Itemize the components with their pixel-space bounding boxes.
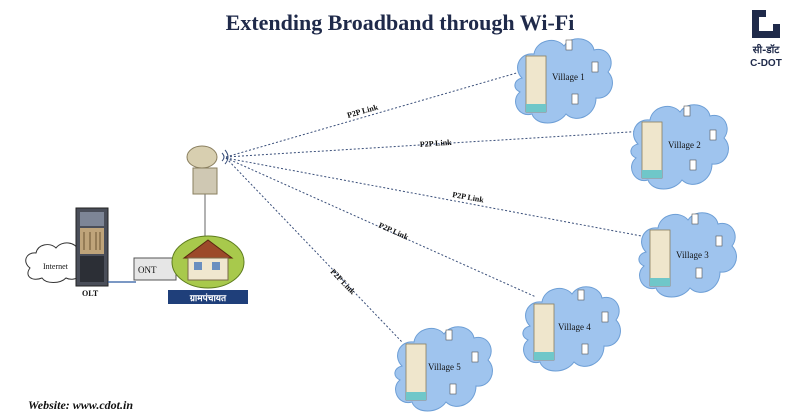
- cdot-logo-mark: [752, 10, 780, 38]
- ont-device: ONT: [133, 257, 177, 281]
- village-3-label: Village 3: [676, 250, 709, 260]
- village-2: Village 2: [630, 104, 729, 190]
- olt-rack: OLT: [75, 207, 109, 298]
- p2p-link-line-1: [225, 71, 521, 158]
- p2p-link-label-3: P2P Link: [452, 190, 485, 204]
- village-2-label: Village 2: [668, 140, 701, 150]
- p2p-link-label-2: P2P Link: [420, 138, 453, 149]
- internet-label: Internet: [43, 262, 69, 271]
- village-4-label: Village 4: [558, 322, 591, 332]
- p2p-link-label-5: P2P Link: [329, 267, 358, 297]
- village-5-label: Village 5: [428, 362, 461, 372]
- p2p-links: [225, 71, 653, 343]
- ont-label: ONT: [138, 265, 157, 275]
- p2p-link-line-5: [225, 157, 403, 343]
- village-4: Village 4: [522, 286, 621, 372]
- gram-panchayat-label: ग्रामपंचायत: [189, 293, 227, 304]
- p2p-link-line-3: [225, 157, 653, 239]
- p2p-link-line-4: [225, 157, 537, 298]
- cdot-logo: सी-डॉट C-DOT: [738, 6, 794, 76]
- website-footer: Website: www.cdot.in: [28, 398, 133, 412]
- p2p-link-label-1: P2P Link: [346, 102, 380, 120]
- village-1-label: Village 1: [552, 72, 585, 82]
- gram-panchayat: ग्रामपंचायत: [168, 235, 248, 304]
- village-3: Village 3: [638, 212, 737, 298]
- page-title: Extending Broadband through Wi-Fi: [225, 10, 575, 35]
- p2p-link-label-4: P2P Link: [377, 221, 410, 242]
- logo-hindi-text: सी-डॉट: [752, 45, 780, 56]
- olt-label: OLT: [82, 289, 99, 298]
- logo-english-text: C-DOT: [750, 58, 782, 69]
- central-antenna: [186, 145, 229, 236]
- village-5: Village 5: [394, 326, 493, 412]
- village-1: Village 1: [514, 38, 613, 124]
